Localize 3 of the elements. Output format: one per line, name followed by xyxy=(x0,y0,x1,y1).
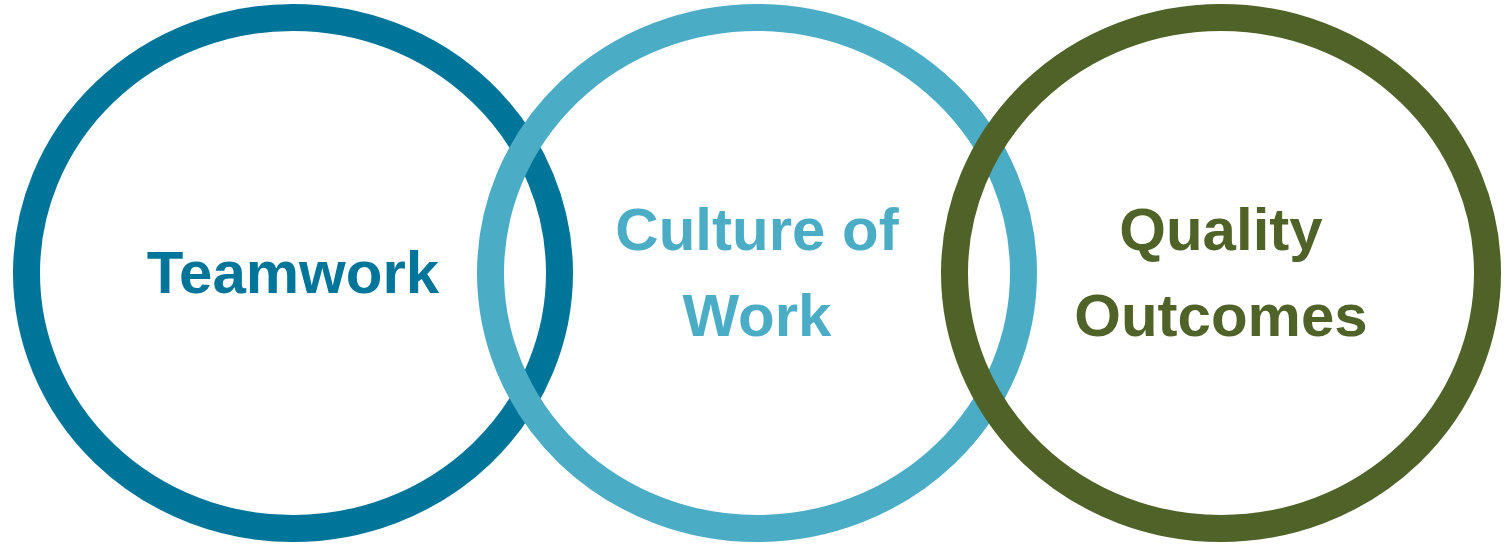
ring-label: Teamwork xyxy=(145,238,441,308)
ring-label: Quality Outcomes xyxy=(1073,195,1369,351)
ring-label: Culture of Work xyxy=(614,195,900,351)
